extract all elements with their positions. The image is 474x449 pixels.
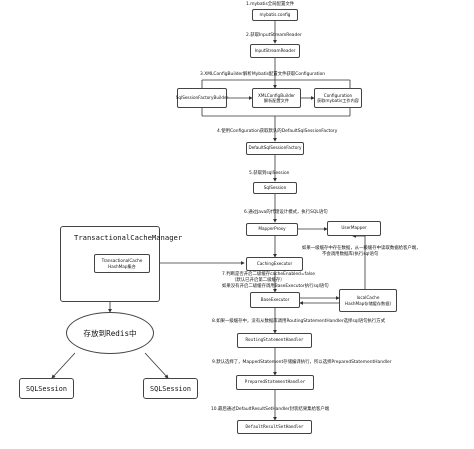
step-8-label: 8.如果一级缓存中，没有从数据库调用RoutingStatementHandle… (212, 319, 386, 324)
transactional-cache-manager-title: TransactionalCacheManager (74, 233, 183, 242)
xml-config-builder-title: XMLConfigBuilder (257, 92, 296, 98)
sqlsession-box: SqlSession (253, 182, 297, 194)
step-4-label: 4.使用Configuration获取默认的DefaultSqlSessionF… (217, 129, 338, 134)
routing-statement-handler-box: RoutingStatementHandler (237, 333, 312, 348)
step-7-label-b: （默认已开启第二级缓存） (232, 278, 285, 283)
step-6-label: 6.通过Java的代理设计模式，执行SQL语句 (244, 210, 328, 215)
user-mapper-box: UserMapper (327, 221, 381, 236)
mybatis-config-box: mybatis.config (252, 9, 298, 21)
mapper-note-b: 不会调用数据库(执行sql语句 (322, 252, 379, 257)
local-cache-desc: HashMap存储缓存数据) (344, 300, 392, 306)
step-2-label: 2.获取InputStreamReader (246, 33, 302, 38)
step-7-label-a: 7.判断是否开启二级缓存cacheEnabled=false (222, 272, 315, 277)
step-5-label: 5.获取到sqlSession (249, 171, 290, 176)
input-stream-reader-box: InputStreamReader (250, 44, 300, 58)
step-1-label: 1.mybatis全局配置文件 (246, 2, 295, 7)
base-executor-box: BaseExecutor (250, 292, 300, 308)
default-sql-session-factory-box: DefaultSqlSessionFactory (246, 142, 304, 155)
transactional-cache-box: TransactionalCache HashMap集合 (94, 254, 150, 273)
configuration-title: Configuration (323, 92, 353, 98)
step-9-label: 9.默认选择了，MappedStatement存储编译执行，所以选择Prepar… (212, 360, 392, 365)
mapper-note-a: 如果一级缓存中存在数据，从一级缓存中读取数据给客户端， (302, 246, 421, 251)
redis-store-ellipse: 存放到Redis中 (66, 312, 154, 354)
step-10-label: 10.最后通过DefaultResultSetHandler封装结果集给客户端 (211, 407, 330, 412)
xml-config-builder-box: XMLConfigBuilder 解析配置文件 (252, 88, 301, 108)
arrow-redis-to-session-right (144, 352, 169, 379)
xml-config-builder-desc: 解析配置文件 (263, 98, 290, 103)
sqlsession-left-box: SQLSession (19, 378, 74, 399)
transactional-cache-title: TransactionalCache (101, 258, 143, 264)
configuration-box: Configuration 获取mybatis工作内容 (314, 88, 362, 108)
mapper-proxy-box: MapperProxy (246, 223, 298, 236)
caching-executor-box: CachingExecutor (246, 257, 303, 271)
sql-session-factory-builder-box: SqlSessionFactoryBuilder (176, 88, 228, 108)
arrow-redis-to-session-left (51, 352, 76, 379)
default-result-set-handler-box: DefaultResultSetHandler (237, 420, 312, 434)
local-cache-title: localCache (356, 295, 380, 301)
transactional-cache-desc: HashMap集合 (108, 263, 136, 269)
local-cache-box: localCache HashMap存储缓存数据) (339, 289, 397, 312)
sqlsession-right-box: SQLSession (143, 378, 198, 399)
redis-store-label: 存放到Redis中 (83, 328, 137, 338)
step-3-label: 3.XMLConfigBuilder解析Mybatis配置文件获取Configu… (200, 72, 326, 77)
step-7-label-c: 如果没有开启二级缓存调用BaseExecutor执行sql语句 (222, 284, 329, 289)
prepared-statement-handler-box: PreparedStatementHandler (236, 375, 314, 390)
configuration-desc: 获取mybatis工作内容 (317, 98, 359, 103)
